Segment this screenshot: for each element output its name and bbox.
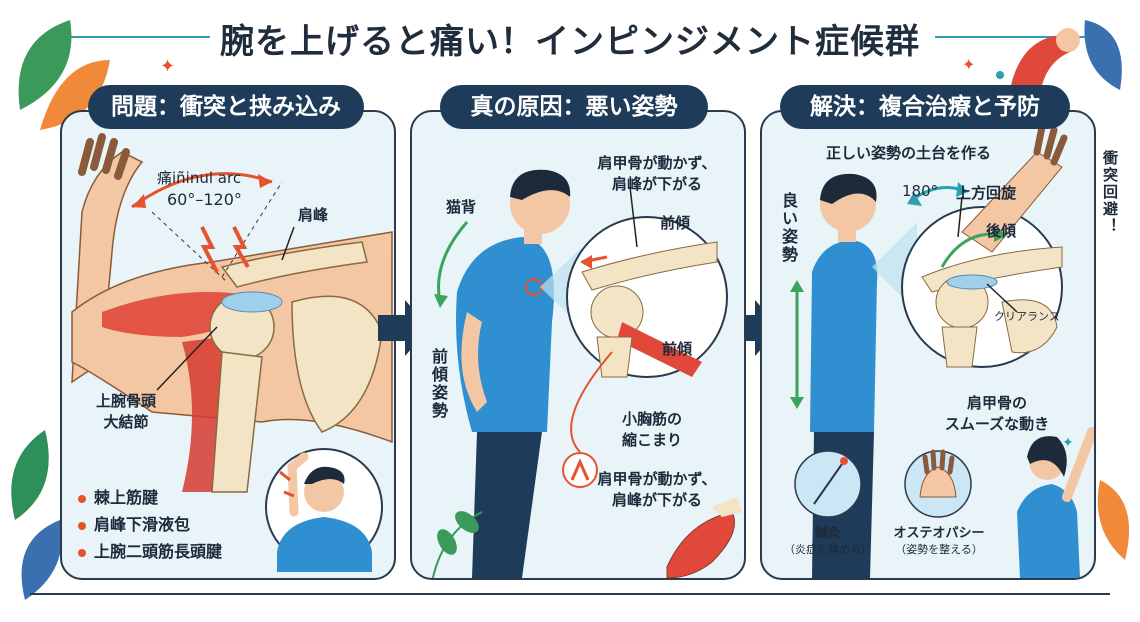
sparkle-icon: ✦	[160, 56, 175, 77]
list-item: 上腕二頭筋長頭腱	[78, 538, 222, 565]
scapula-move-label: 肩甲骨の スムーズな動き	[944, 394, 1050, 433]
dot-icon	[996, 71, 1004, 79]
side-note: 衝突回避！	[1101, 150, 1119, 235]
flex-arm-icon	[1010, 35, 1075, 95]
list-item: 棘上筋腱	[78, 484, 222, 511]
angle-label: 180°	[902, 182, 939, 200]
fist-icon	[1056, 28, 1080, 52]
leaf-icon	[21, 520, 62, 600]
panel-heading-solution: 解決：複合治療と予防	[780, 85, 1070, 129]
forward-posture-label: 前傾姿勢	[429, 348, 448, 420]
title-line-left	[60, 36, 210, 38]
leaf-icon	[1084, 20, 1122, 90]
arc-label: 痛iñinul arc	[157, 169, 242, 187]
structure-list: 棘上筋腱 肩峰下滑液包 上腕二頭筋長頭腱	[78, 484, 222, 565]
foundation-label: 正しい姿勢の土台を作る	[826, 144, 992, 162]
list-item: 肩峰下滑液包	[78, 511, 222, 538]
page-title: 腕を上げると痛い！インピンジメント症候群	[220, 22, 920, 62]
angle-range-label: 60°–120°	[167, 190, 242, 209]
panel-cause: 猫背 前傾姿勢 肩甲骨が動かず、 肩峰が下がる 前傾 前傾 小胸筋の 縮こまり …	[410, 110, 746, 580]
round-back-label: 猫背	[446, 198, 477, 216]
scapula-note-bottom: 肩甲骨が動かず、 肩峰が下がる	[597, 470, 717, 509]
bullet-icon	[78, 494, 86, 503]
leaf-icon	[11, 430, 49, 520]
panel-solution: ✦ 正しい姿勢の土台を作る 良い姿勢 180° 上方回旋 後傾 クリアランス 肩…	[760, 110, 1096, 580]
bullet-icon	[78, 548, 86, 557]
osteopathy-label: オステオパシー （姿勢を整える）	[893, 526, 985, 556]
leaf-icon	[1097, 480, 1130, 560]
scapula-note-top: 肩甲骨が動かず、 肩峰が下がる	[597, 154, 717, 193]
posterior-tilt-label: 後傾	[986, 222, 1017, 240]
sparkle-icon: ✦	[962, 55, 975, 74]
tilt-label-top: 前傾	[660, 214, 691, 232]
humerus-label: 上腕骨頭 大結節	[95, 392, 156, 431]
acromion-label: 肩峰	[298, 206, 329, 224]
panel-heading-problem: 問題：衝突と挟み込み	[88, 85, 364, 129]
clearance-label: クリアランス	[994, 310, 1060, 323]
acupuncture-label: 鍼灸 （炎症を鎮める）	[784, 526, 872, 556]
tilt-label-bottom: 前傾	[662, 340, 693, 358]
panel-problem: 痛iñinul arc 60°–120° 肩峰 上腕骨頭 大結節	[60, 110, 396, 580]
pec-minor-label: 小胸筋の 縮こまり	[621, 410, 682, 449]
panel-heading-cause: 真の原因：悪い姿勢	[440, 85, 708, 129]
good-posture-label: 良い姿勢	[779, 192, 798, 264]
leaf-icon	[18, 20, 72, 110]
leaf-icon	[40, 60, 110, 130]
bullet-icon	[78, 521, 86, 530]
title-line-right	[935, 36, 1085, 38]
upward-rotation-label: 上方回旋	[956, 184, 1017, 202]
svg-text:✦: ✦	[1062, 435, 1074, 451]
